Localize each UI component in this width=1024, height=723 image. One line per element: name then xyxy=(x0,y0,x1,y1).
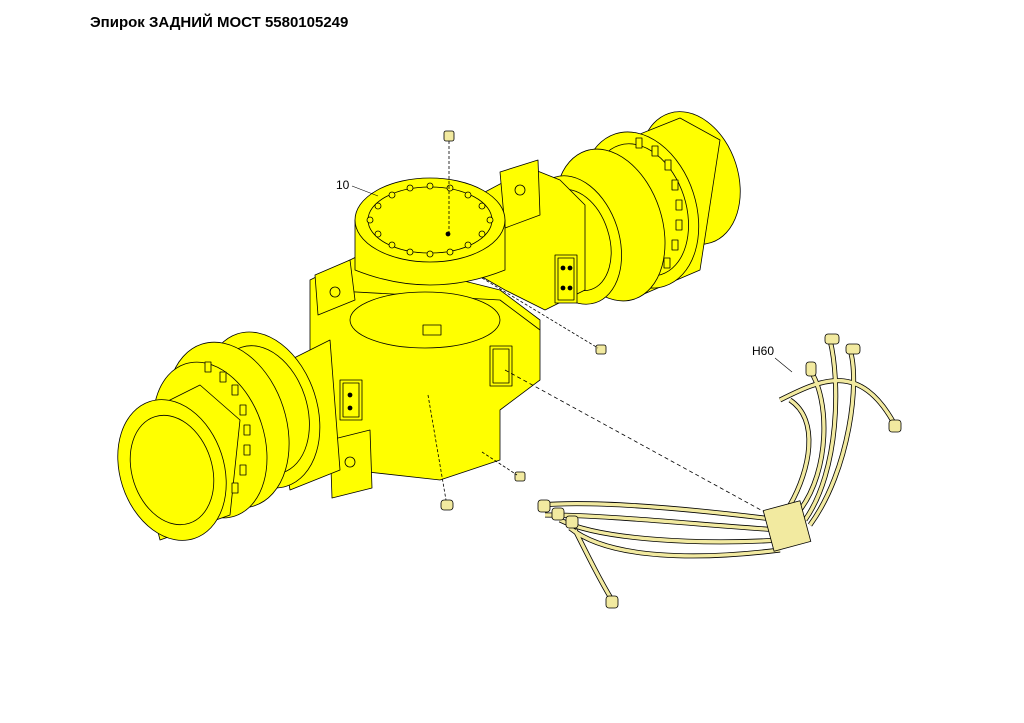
bottom-plug-fitting xyxy=(481,451,526,482)
top-cover-flange xyxy=(354,177,506,286)
hose-fittings xyxy=(537,333,902,609)
hose-lines-fill xyxy=(539,339,897,601)
fittings[interactable] xyxy=(427,130,771,516)
drain-elbow-fitting xyxy=(427,394,454,511)
callout-axle: 10 xyxy=(336,178,379,197)
hose-kit[interactable] xyxy=(537,333,902,609)
hose-block-leader xyxy=(504,369,771,516)
top-breather-fitting xyxy=(443,130,455,232)
center-housing xyxy=(309,254,541,499)
right-hub-gear-teeth xyxy=(635,137,683,269)
callout-hose-kit: H60 xyxy=(752,344,793,373)
callout-label-hose-kit: H60 xyxy=(752,344,774,358)
hose-lines xyxy=(539,339,898,602)
callout-leader-axle xyxy=(351,185,379,197)
callout-label-axle: 10 xyxy=(336,178,350,192)
left-wheel-hub xyxy=(117,331,321,541)
rear-axle-assembly[interactable] xyxy=(100,98,756,554)
side-plug-fitting xyxy=(481,277,607,355)
callout-leader-hose-kit xyxy=(774,357,793,373)
page-title: Эпирок ЗАДНИЙ МОСТ 5580105249 xyxy=(90,14,349,31)
